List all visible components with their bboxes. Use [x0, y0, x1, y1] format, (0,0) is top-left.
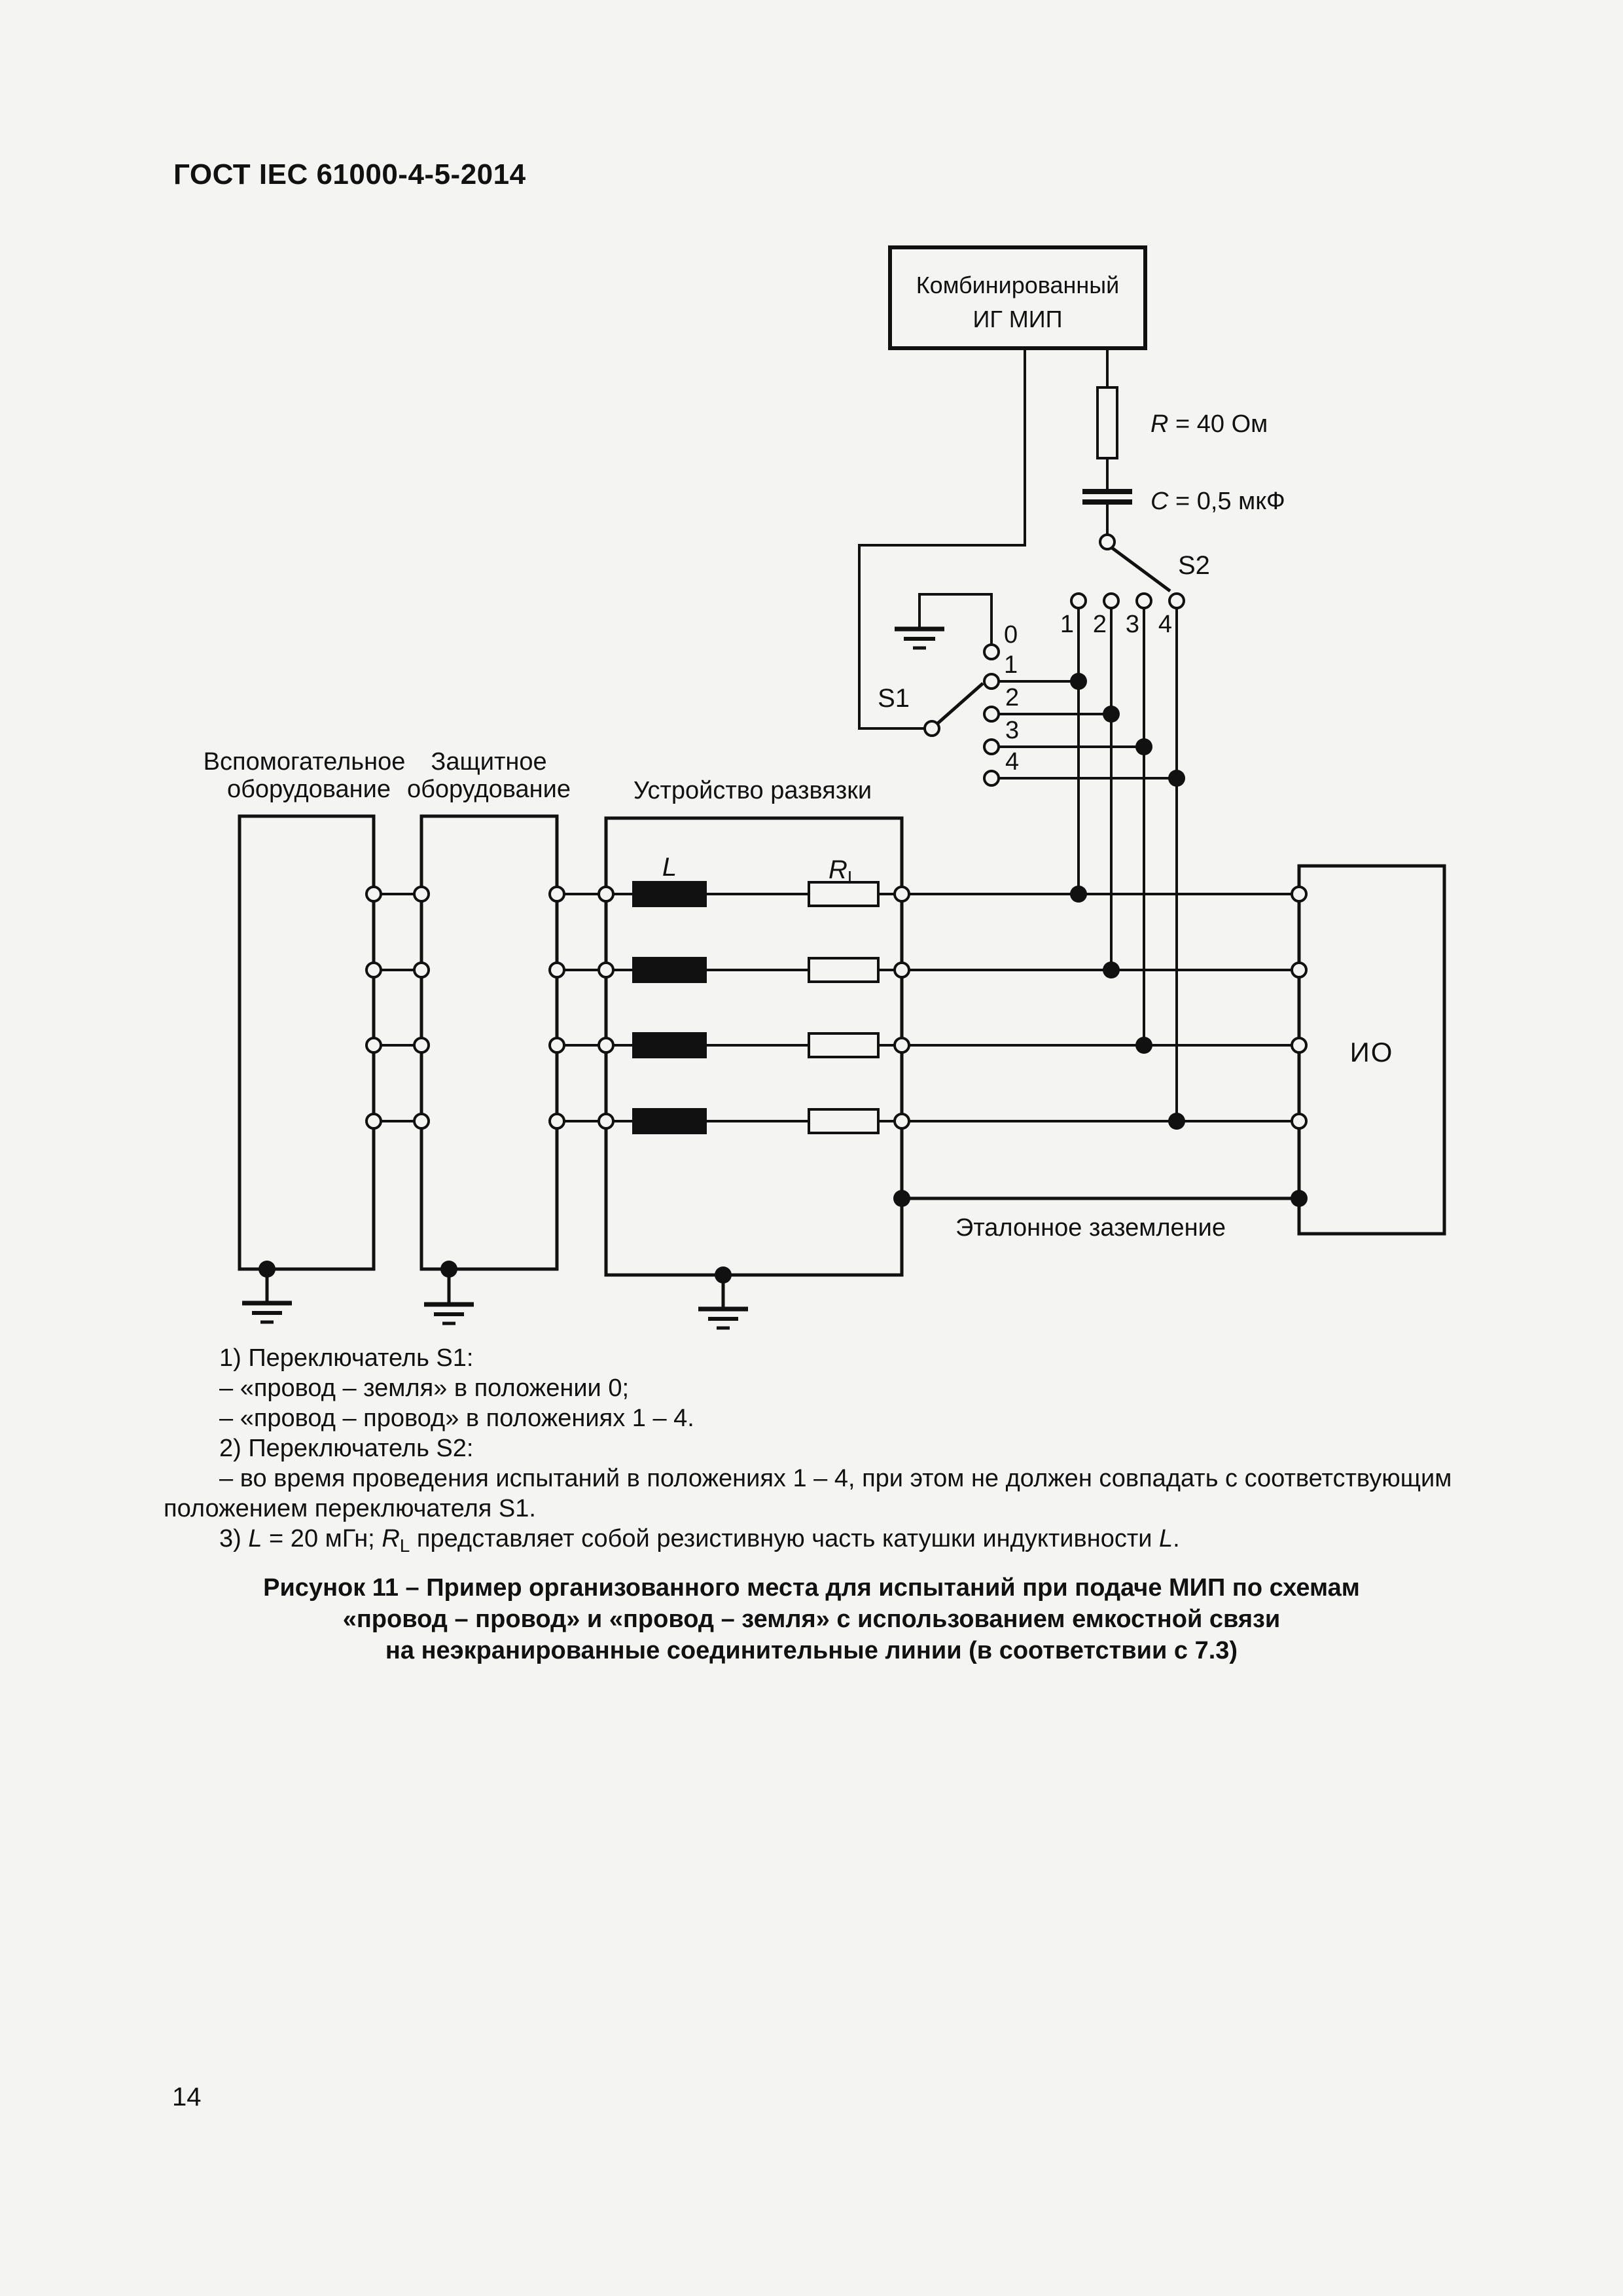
wires	[265, 348, 1299, 1307]
note-line: – во время проведения испытаний в положе…	[219, 1465, 1452, 1492]
note-line: – «провод – провод» в положениях 1 – 4.	[219, 1405, 694, 1432]
svg-text:1: 1	[1060, 611, 1074, 638]
decoupling-label: Устройство развязки	[633, 777, 872, 804]
capacitor-C	[1082, 489, 1132, 505]
figure-caption: Рисунок 11 – Пример организованного мест…	[262, 1572, 1361, 1666]
svg-text:4: 4	[1158, 611, 1172, 638]
earth-ground-icon	[424, 1302, 474, 1325]
protective-equipment-label: Защитное оборудование	[407, 748, 571, 803]
capacitor-value-label: C = 0,5 мкФ	[1150, 488, 1285, 515]
aux-equipment-box	[238, 814, 376, 1271]
svg-text:4: 4	[1005, 748, 1019, 776]
rl-resistors	[808, 881, 880, 1134]
svg-text:0: 0	[1004, 621, 1018, 649]
figure-notes: 1) Переключатель S1: – «провод – земля» …	[164, 1343, 1512, 1561]
caption-line: на неэкранированные соединительные линии…	[385, 1637, 1238, 1664]
svg-text:3: 3	[1126, 611, 1139, 638]
svg-text:Комбинированный: Комбинированный	[916, 272, 1120, 298]
generator-box	[888, 245, 1147, 350]
s1-position-labels: 0 1 2 3 4	[1004, 621, 1019, 776]
eut-label: ИО	[1350, 1037, 1394, 1067]
protective-equipment-box	[419, 814, 559, 1271]
note-line: положением переключателя S1.	[164, 1495, 536, 1522]
reference-ground-label: Эталонное заземление	[955, 1214, 1226, 1242]
earth-ground-icon	[895, 626, 944, 650]
svg-text:оборудование: оборудование	[407, 776, 571, 803]
caption-line: Рисунок 11 – Пример организованного мест…	[263, 1574, 1360, 1602]
caption-line: «провод – провод» и «провод – земля» с и…	[342, 1605, 1281, 1633]
junction-dots	[259, 673, 1308, 1283]
note-line: 2) Переключатель S2:	[219, 1435, 474, 1462]
svg-text:оборудование: оборудование	[227, 776, 391, 803]
switch-s2[interactable]	[1070, 533, 1185, 609]
s2-label: S2	[1178, 551, 1210, 580]
note-line: 3) L = 20 мГн; RL представляет собой рез…	[219, 1525, 1180, 1556]
inductor-label: L	[662, 853, 677, 882]
note-line: 1) Переключатель S1:	[219, 1344, 474, 1372]
s1-label: S1	[878, 684, 910, 713]
resistor-value-label: R = 40 Ом	[1150, 410, 1268, 438]
svg-text:1: 1	[1004, 651, 1018, 679]
svg-text:Защитное: Защитное	[431, 748, 546, 776]
rl-label: RL	[829, 855, 857, 888]
page-number: 14	[172, 2083, 202, 2111]
switch-s1[interactable]	[923, 643, 1000, 787]
svg-text:2: 2	[1005, 684, 1019, 711]
svg-text:2: 2	[1093, 611, 1107, 638]
earth-ground-icon	[242, 1300, 292, 1324]
circuit-diagram: S2 1 2 3 4 S1 0 1 2 3 4	[204, 245, 1446, 1330]
document-header: ГОСТ IEC 61000-4-5-2014	[173, 158, 526, 190]
port-circles	[365, 886, 1308, 1130]
svg-text:Вспомогательное: Вспомогательное	[204, 748, 406, 776]
earth-ground-icon	[698, 1306, 748, 1330]
note-line: – «провод – земля» в положении 0;	[219, 1374, 630, 1402]
svg-text:ИГ МИП: ИГ МИП	[972, 306, 1062, 332]
aux-equipment-label: Вспомогательное оборудование	[204, 748, 406, 803]
s2-position-labels: 1 2 3 4	[1060, 611, 1172, 638]
svg-text:3: 3	[1005, 717, 1019, 744]
resistor-R	[1096, 386, 1118, 459]
inductors	[632, 881, 707, 1134]
generator-label: Комбинированный ИГ МИП	[916, 272, 1120, 332]
